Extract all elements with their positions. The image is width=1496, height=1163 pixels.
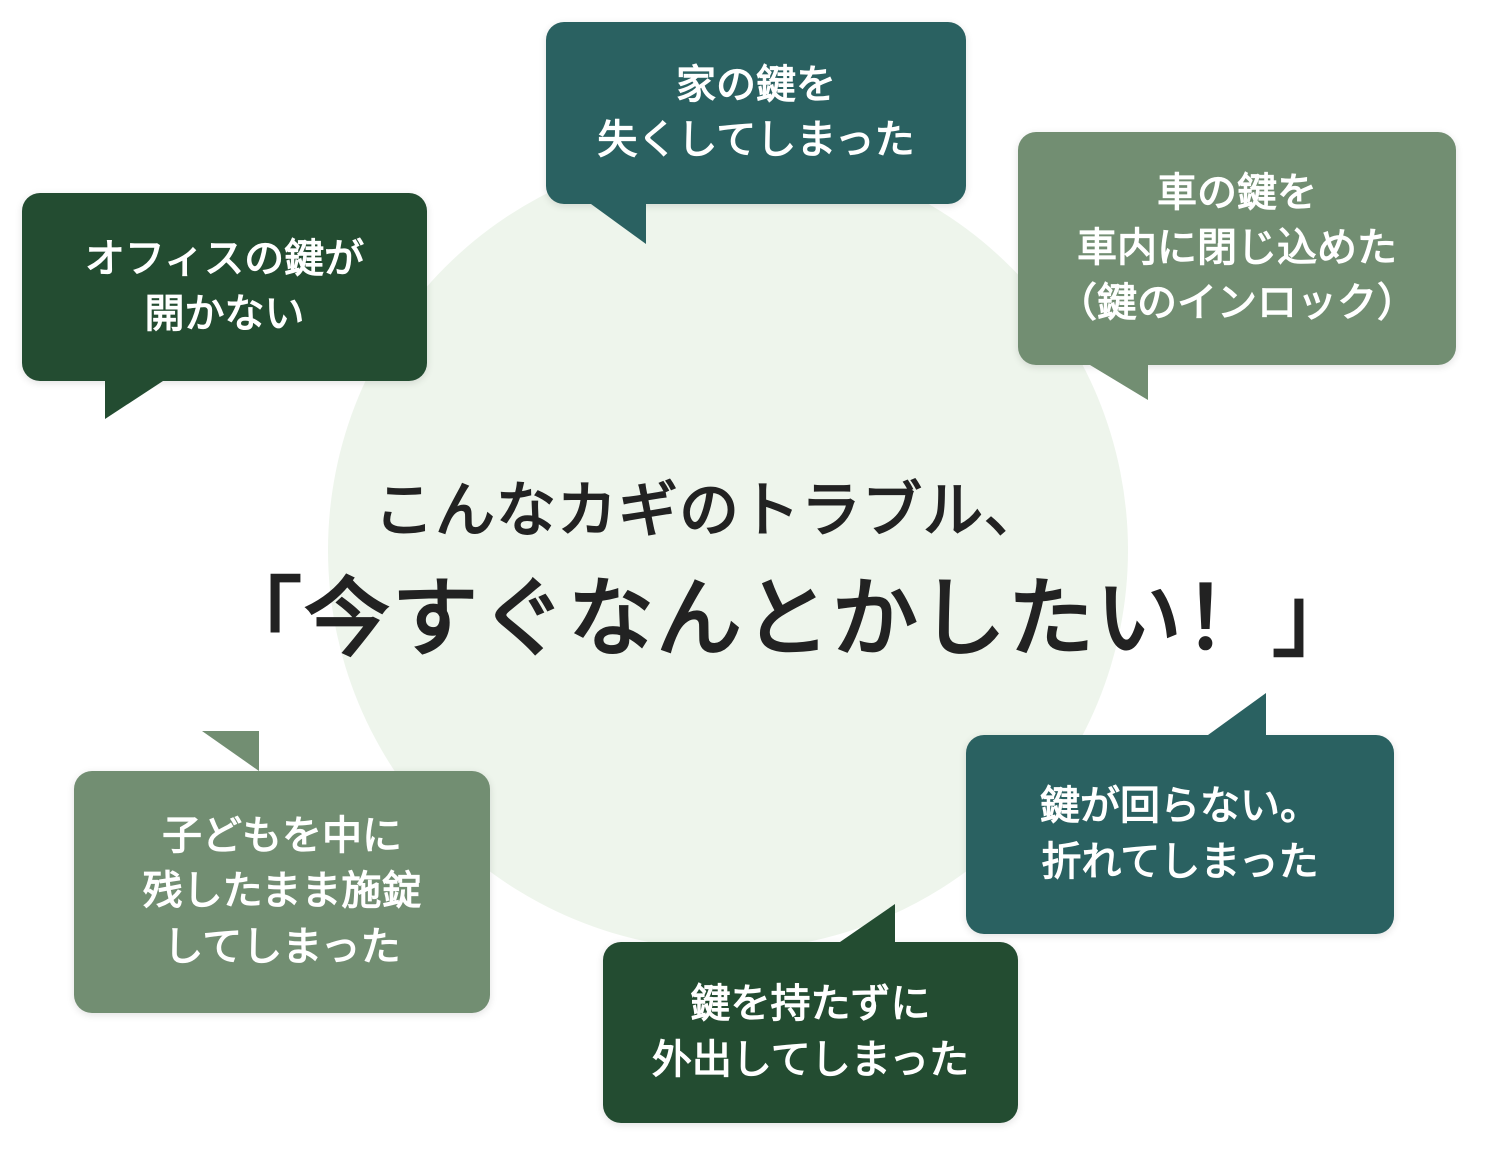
bubble-tail	[591, 204, 646, 244]
bubble-line: 鍵が回らない。	[1040, 783, 1320, 830]
bubble-line: オフィスの鍵が	[84, 235, 365, 282]
bubble-line: 外出してしまった	[651, 1036, 970, 1083]
bubble-car-key: 車の鍵を 車内に閉じ込めた （鍵のインロック）	[1018, 132, 1456, 400]
bubble-lost-house-key: 家の鍵を 失くしてしまった	[546, 22, 966, 244]
bubble-key-not-turning: 鍵が回らない。 折れてしまった	[966, 693, 1394, 934]
bubble-line: 家の鍵を	[675, 61, 836, 108]
bubble-line: 失くしてしまった	[597, 117, 915, 163]
bubble-line: 子どもを中に	[162, 813, 402, 860]
center-tagline: 「今すぐなんとかしたい！」	[216, 569, 1360, 669]
bubble-tail	[202, 731, 259, 771]
bubble-line: してしまった	[163, 923, 401, 970]
center-headline: こんなカギのトラブル、	[374, 476, 1045, 546]
bubble-line: 車の鍵を	[1157, 169, 1317, 216]
bubble-line: 車内に閉じ込めた	[1077, 224, 1397, 271]
bubble-went-out-without-key: 鍵を持たずに 外出してしまった	[603, 904, 1018, 1123]
bubble-tail	[1090, 365, 1148, 400]
bubble-line: 残したまま施錠	[142, 868, 422, 915]
bubble-office-key: オフィスの鍵が 開かない	[22, 193, 427, 419]
bubble-line: 開かない	[144, 291, 305, 337]
bubble-line: （鍵のインロック）	[1057, 280, 1417, 327]
bubble-child-locked-in: 子どもを中に 残したまま施錠 してしまった	[74, 731, 490, 1013]
bubble-tail	[1208, 693, 1266, 735]
bubble-line: 鍵を持たずに	[690, 981, 931, 1028]
bubble-tail	[840, 904, 895, 942]
bubble-line: 折れてしまった	[1041, 838, 1319, 885]
bubble-tail	[105, 381, 163, 419]
